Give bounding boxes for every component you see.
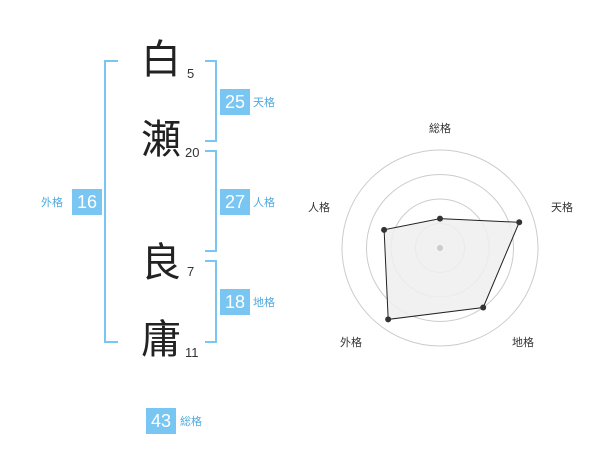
radar-center-dot bbox=[437, 245, 443, 251]
soukaku-label: 総格 bbox=[180, 415, 202, 428]
radar-polygon bbox=[383, 218, 520, 320]
radar-chart bbox=[341, 149, 539, 347]
radar-ring-1 bbox=[341, 149, 539, 347]
chikaku-bracket bbox=[205, 260, 217, 343]
soukaku-value: 43 bbox=[146, 408, 176, 434]
radar-label-chikaku: 地格 bbox=[512, 336, 534, 349]
name-char-3: 良 bbox=[141, 240, 181, 286]
gaikaku-label: 外格 bbox=[41, 196, 63, 209]
name-char-2: 瀬 bbox=[141, 117, 181, 163]
stroke-count-1: 5 bbox=[187, 66, 195, 81]
radar-point-2 bbox=[516, 219, 523, 226]
radar-label-soukaku: 総格 bbox=[429, 122, 451, 135]
radar-label-jinkaku: 人格 bbox=[308, 201, 330, 214]
stroke-count-3: 7 bbox=[187, 264, 195, 279]
jinkaku-label: 人格 bbox=[253, 196, 275, 209]
radar-label-gaikaku: 外格 bbox=[340, 336, 362, 349]
tenkaku-bracket bbox=[205, 60, 217, 142]
radar-label-tenkaku: 天格 bbox=[551, 201, 573, 214]
radar-point-5 bbox=[381, 226, 388, 233]
chikaku-label: 地格 bbox=[253, 296, 275, 309]
jinkaku-bracket bbox=[205, 150, 217, 252]
tenkaku-label: 天格 bbox=[253, 96, 275, 109]
radar-ring-2 bbox=[366, 174, 514, 322]
gaikaku-bracket bbox=[104, 60, 118, 343]
radar-points bbox=[381, 215, 523, 323]
radar-point-4 bbox=[385, 316, 392, 323]
gaikaku-value: 16 bbox=[72, 189, 102, 215]
radar-point-3 bbox=[480, 304, 487, 311]
stroke-count-4: 11 bbox=[185, 345, 199, 360]
tenkaku-value: 25 bbox=[220, 89, 250, 115]
name-char-1: 白 bbox=[141, 37, 181, 83]
stroke-count-2: 20 bbox=[185, 145, 200, 160]
name-char-4: 庸 bbox=[141, 317, 181, 363]
chikaku-value: 18 bbox=[220, 289, 250, 315]
radar-point-1 bbox=[437, 215, 443, 222]
jinkaku-value: 27 bbox=[220, 189, 250, 215]
